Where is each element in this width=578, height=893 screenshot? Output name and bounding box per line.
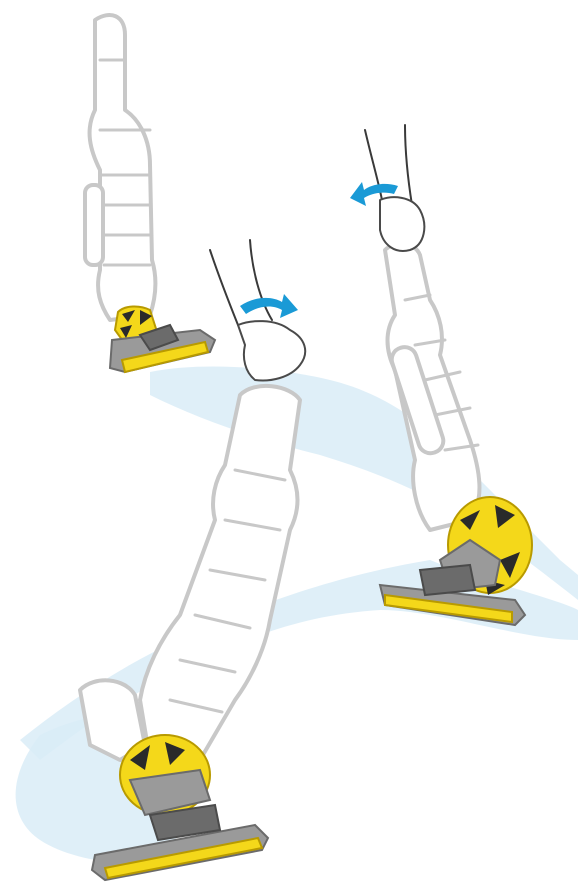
cleaner-head-upper <box>110 306 215 372</box>
hand-icon <box>380 197 424 251</box>
arm-upper-right <box>350 125 424 251</box>
arm-middle <box>210 240 305 380</box>
vacuum-upper-left <box>85 15 215 372</box>
hand-icon <box>238 321 305 380</box>
cleaner-head-right <box>380 497 532 625</box>
